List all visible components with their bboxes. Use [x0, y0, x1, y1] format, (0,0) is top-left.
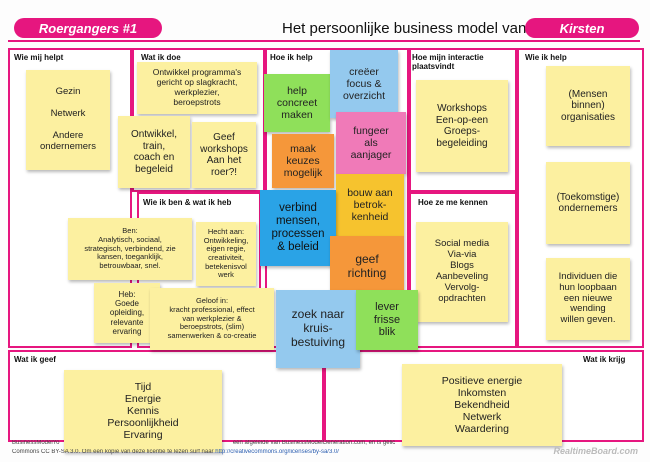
label-hoe-ik-help: Hoe ik help: [270, 53, 313, 62]
label-wat-ik-doe: Wat ik doe: [141, 53, 181, 62]
sticky-note-verbind[interactable]: verbind mensen, processen & beleid: [260, 190, 336, 266]
watermark-logo: RealtimeBoard.com: [553, 446, 638, 456]
sticky-note-ben[interactable]: Ben: Analytisch, sociaal, strategisch, v…: [68, 218, 192, 280]
footer-license-line-1: BusinessModelYo een afgeleide van Busine…: [12, 440, 472, 446]
sticky-note-kennen[interactable]: Social media Via-via Blogs Aanbeveling V…: [416, 222, 508, 322]
sticky-note-frisse-blik[interactable]: lever frisse blik: [356, 290, 418, 350]
sticky-note-bouw[interactable]: bouw aan betrok- kenheid: [336, 174, 404, 236]
label-wie-mij-helpt: Wie mij helpt: [14, 53, 64, 62]
label-wat-ik-krijg: Wat ik krijg: [583, 355, 626, 364]
footer-license-line-2: Commons CC BY-SA 3.0. Om een kopie van d…: [12, 449, 472, 455]
sticky-note-workshops-roer[interactable]: Geef workshops Aan het roer?!: [192, 122, 256, 188]
session-badge-label: Roergangers #1: [38, 20, 138, 36]
sticky-note-creeer[interactable]: creëer focus & overzicht: [330, 50, 398, 118]
footer-text-1a: BusinessModelYo: [12, 440, 60, 446]
sticky-note-programma[interactable]: Ontwikkel programma's gericht op slagkra…: [137, 62, 257, 114]
label-wat-ik-geef: Wat ik geef: [14, 355, 56, 364]
footer-text-1b: een afgeleide van BusinessModelGeneratio…: [232, 440, 396, 446]
sticky-note-helpers[interactable]: Gezin Netwerk Andere ondernemers: [26, 70, 110, 170]
license-link[interactable]: http://creativecommons.org/licenses/by-s…: [215, 449, 339, 455]
label-wie-ik-help: Wie ik help: [525, 53, 567, 62]
sticky-note-organisaties[interactable]: (Mensen binnen) organisaties: [546, 66, 630, 146]
name-badge-label: Kirsten: [559, 20, 605, 36]
name-badge: Kirsten: [525, 18, 639, 38]
sticky-note-help-concreet[interactable]: help concreet maken: [264, 74, 330, 132]
sticky-note-ontwikkel[interactable]: Ontwikkel, train, coach en begeleid: [118, 116, 190, 188]
sticky-note-maak-keuzes[interactable]: maak keuzes mogelijk: [272, 134, 334, 188]
label-hoe-ze-kennen: Hoe ze me kennen: [418, 198, 488, 207]
page-title: Het persoonlijke business model van:: [282, 20, 531, 37]
session-badge: Roergangers #1: [14, 18, 162, 38]
sticky-note-interactie[interactable]: Workshops Een-op-een Groeps- begeleiding: [416, 80, 508, 172]
sticky-note-richting[interactable]: geef richting: [330, 236, 404, 298]
sticky-note-heb[interactable]: Heb: Goede opleiding, relevante ervaring: [94, 283, 160, 343]
footer-text-2: Commons CC BY-SA 3.0. Om een kopie van d…: [12, 449, 214, 455]
sticky-note-geloof[interactable]: Geloof in: kracht professional, effect v…: [150, 288, 274, 350]
label-hoe-interactie: Hoe mijn interactie plaatsvindt: [412, 53, 484, 71]
header-divider: [8, 40, 640, 42]
sticky-note-kruisbestuiving[interactable]: zoek naar kruis- bestuiving: [276, 290, 360, 368]
sticky-note-hecht[interactable]: Hecht aan: Ontwikkeling, eigen regie, cr…: [196, 222, 256, 286]
sticky-note-geef[interactable]: Tijd Energie Kennis Persoonlijkheid Erva…: [64, 370, 222, 452]
sticky-note-individuen[interactable]: Individuen die hun loopbaan een nieuwe w…: [546, 258, 630, 340]
sticky-note-aanjager[interactable]: fungeer als aanjager: [336, 112, 406, 174]
sticky-note-ondernemers[interactable]: (Toekomstige) ondernemers: [546, 162, 630, 244]
sticky-note-krijg[interactable]: Positieve energie Inkomsten Bekendheid N…: [402, 364, 562, 446]
label-wie-ik-ben: Wie ik ben & wat ik heb: [143, 198, 232, 207]
